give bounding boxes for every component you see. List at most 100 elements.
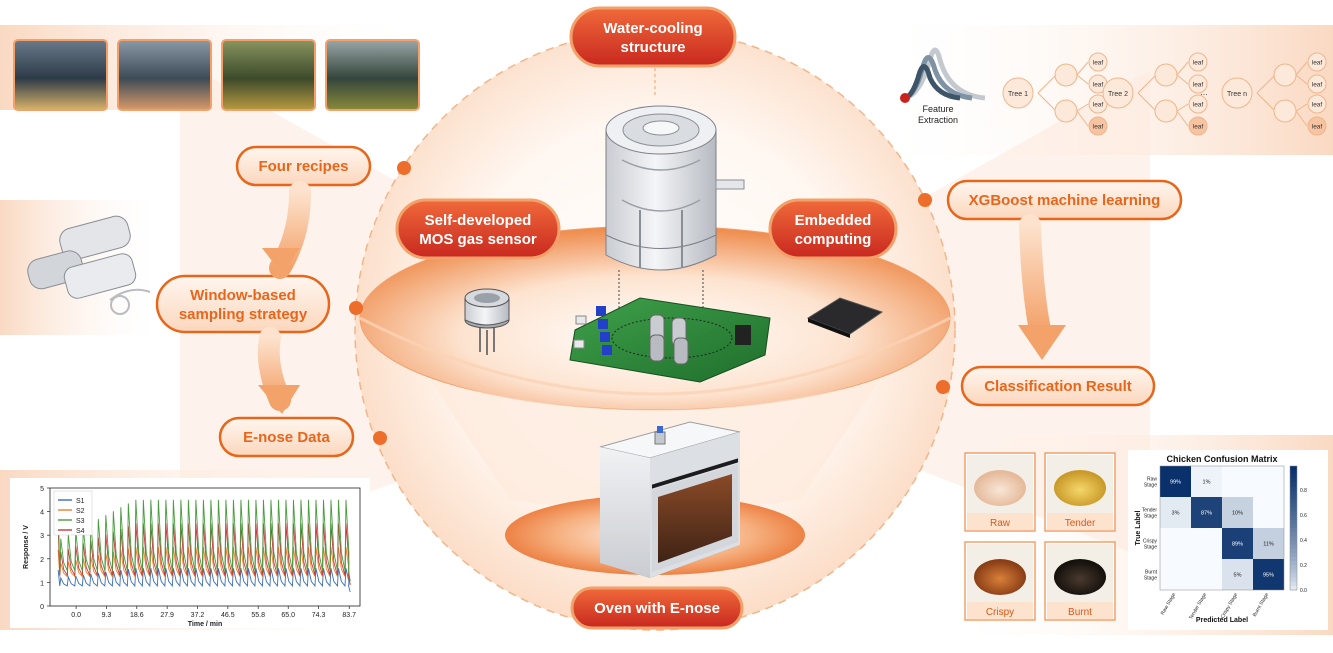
- tree-edge: [1295, 110, 1308, 127]
- oven-illustration: [599, 421, 741, 578]
- colorbar-segment: [1290, 466, 1297, 471]
- tree-edge: [1076, 110, 1089, 127]
- water-cooling-pill: [569, 6, 737, 68]
- colorbar-segment: [1290, 511, 1297, 517]
- water-cooling-label-line2: structure: [620, 39, 685, 56]
- tree-edge: [1137, 74, 1157, 94]
- mos-sensor-pill: [395, 198, 561, 260]
- tree-leaf-node: [1307, 74, 1327, 94]
- confusion-row-label-line2: Stage: [1144, 545, 1157, 551]
- xgboost-pill: [946, 179, 1183, 221]
- tree-leaf-label: leaf: [1093, 60, 1104, 67]
- tree-leaf-label: leaf: [1312, 60, 1323, 67]
- tree-edge: [1176, 74, 1189, 85]
- colorbar-segment: [1290, 544, 1297, 550]
- tree-leaf-label: leaf: [1312, 124, 1323, 131]
- tree-leaf-label: leaf: [1093, 82, 1104, 89]
- x-tick-label: 83.7: [342, 612, 356, 619]
- dot-classification: [936, 380, 950, 394]
- tree-edge: [1076, 61, 1089, 76]
- tree-name: Tree 2: [1108, 91, 1128, 98]
- tender-chicken-image: [1054, 470, 1106, 506]
- legend-box: [53, 490, 93, 536]
- water-cooling-label-line1: Water-cooling: [603, 20, 702, 37]
- tree-root-node: [1002, 77, 1034, 109]
- confusion-cell-value: 87%: [1201, 511, 1212, 517]
- xgboost-label: XGBoost machine learning: [969, 192, 1161, 209]
- tree-edge: [1295, 103, 1308, 112]
- tree-inner-node: [1154, 63, 1178, 87]
- colorbar-segment: [1290, 494, 1297, 500]
- y-tick-label: 4: [40, 510, 44, 517]
- colorbar-segment: [1290, 470, 1297, 475]
- y-tick-label: 2: [40, 557, 44, 564]
- confusion-cell-value: 3%: [1172, 511, 1180, 517]
- confusion-cell-value: 89%: [1232, 542, 1243, 548]
- dot-window: [349, 301, 363, 315]
- colorbar-segment: [1290, 552, 1297, 558]
- colorbar-segment: [1290, 565, 1297, 570]
- tree-inner-node: [1273, 99, 1297, 123]
- embedded-chip-illustration: [806, 297, 884, 338]
- tree-leaf-label: leaf: [1193, 60, 1204, 67]
- confusion-cell: [1191, 497, 1222, 528]
- oven-photo-4: [325, 39, 420, 111]
- x-tick-label: 46.5: [221, 612, 235, 619]
- tree-leaf-node: [1307, 116, 1327, 136]
- raw-chicken-image: [974, 470, 1026, 506]
- x-tick-label: 65.0: [281, 612, 295, 619]
- confusion-cell: [1222, 528, 1253, 559]
- confusion-y-label: True Label: [1135, 510, 1142, 545]
- four-recipes-label: Four recipes: [258, 158, 348, 175]
- feature-extraction-graphic: Feature Extraction: [900, 47, 986, 125]
- oven-photo-1: [13, 39, 108, 111]
- colorbar-segment: [1290, 515, 1297, 521]
- tree-leaf-label: leaf: [1193, 102, 1204, 109]
- confusion-row-label-line1: Crispy: [1143, 539, 1158, 545]
- tree-leaf-label: leaf: [1093, 102, 1104, 109]
- confusion-cell: [1160, 528, 1191, 559]
- series-line-S3: [57, 499, 351, 582]
- confusion-cell: [1222, 466, 1253, 497]
- food-images: Raw Tender Crispy Burnt: [964, 452, 1116, 621]
- tree-edge: [1176, 110, 1189, 127]
- tree-edge: [1176, 61, 1189, 76]
- tree-leaf-label: leaf: [1312, 102, 1323, 109]
- oven-photo-3: [221, 39, 316, 111]
- tree-edge: [1076, 103, 1089, 112]
- tree-edge: [1256, 92, 1276, 112]
- oven-label: Oven with E-nose: [594, 600, 720, 617]
- disc-shadow: [359, 316, 951, 396]
- confusion-cell: [1253, 466, 1284, 497]
- chart-axes-frame: [49, 487, 361, 607]
- tree-leaf-node: [1188, 116, 1208, 136]
- arrow-head-3: [1018, 325, 1066, 360]
- confusion-cell-value: 11%: [1263, 542, 1274, 548]
- tree-leaf-node: [1088, 116, 1108, 136]
- window-sampling-pill: [155, 274, 331, 334]
- y-tick-label: 0: [40, 604, 44, 611]
- tree-leaf-node: [1188, 94, 1208, 114]
- tree-inner-node: [1054, 99, 1078, 123]
- colorbar-tick-label: 0.6: [1300, 513, 1307, 519]
- tree-leaf-label: leaf: [1312, 82, 1323, 89]
- colorbar-segment: [1290, 528, 1297, 533]
- colorbar-segment: [1290, 540, 1297, 546]
- confusion-row-label-line1: Raw: [1147, 477, 1157, 483]
- enose-data-label: E-nose Data: [243, 429, 330, 446]
- x-tick-label: 55.8: [251, 612, 265, 619]
- embedded-computing-pill: [768, 198, 898, 260]
- dot-four-recipes: [397, 161, 411, 175]
- legend-label: S1: [76, 498, 85, 505]
- tree-name: Tree 1: [1008, 91, 1028, 98]
- confusion-title: Chicken Confusion Matrix: [1166, 454, 1277, 464]
- confusion-cell: [1253, 497, 1284, 528]
- confusion-cell-value: 1%: [1203, 480, 1211, 486]
- confusion-matrix: Chicken Confusion Matrix99%1%3%87%10%89%…: [1128, 450, 1328, 630]
- tree-inner-node: [1273, 63, 1297, 87]
- tree-leaf-node: [1307, 52, 1327, 72]
- arrow-head-2: [258, 385, 300, 414]
- tree-root-node: [1221, 77, 1253, 109]
